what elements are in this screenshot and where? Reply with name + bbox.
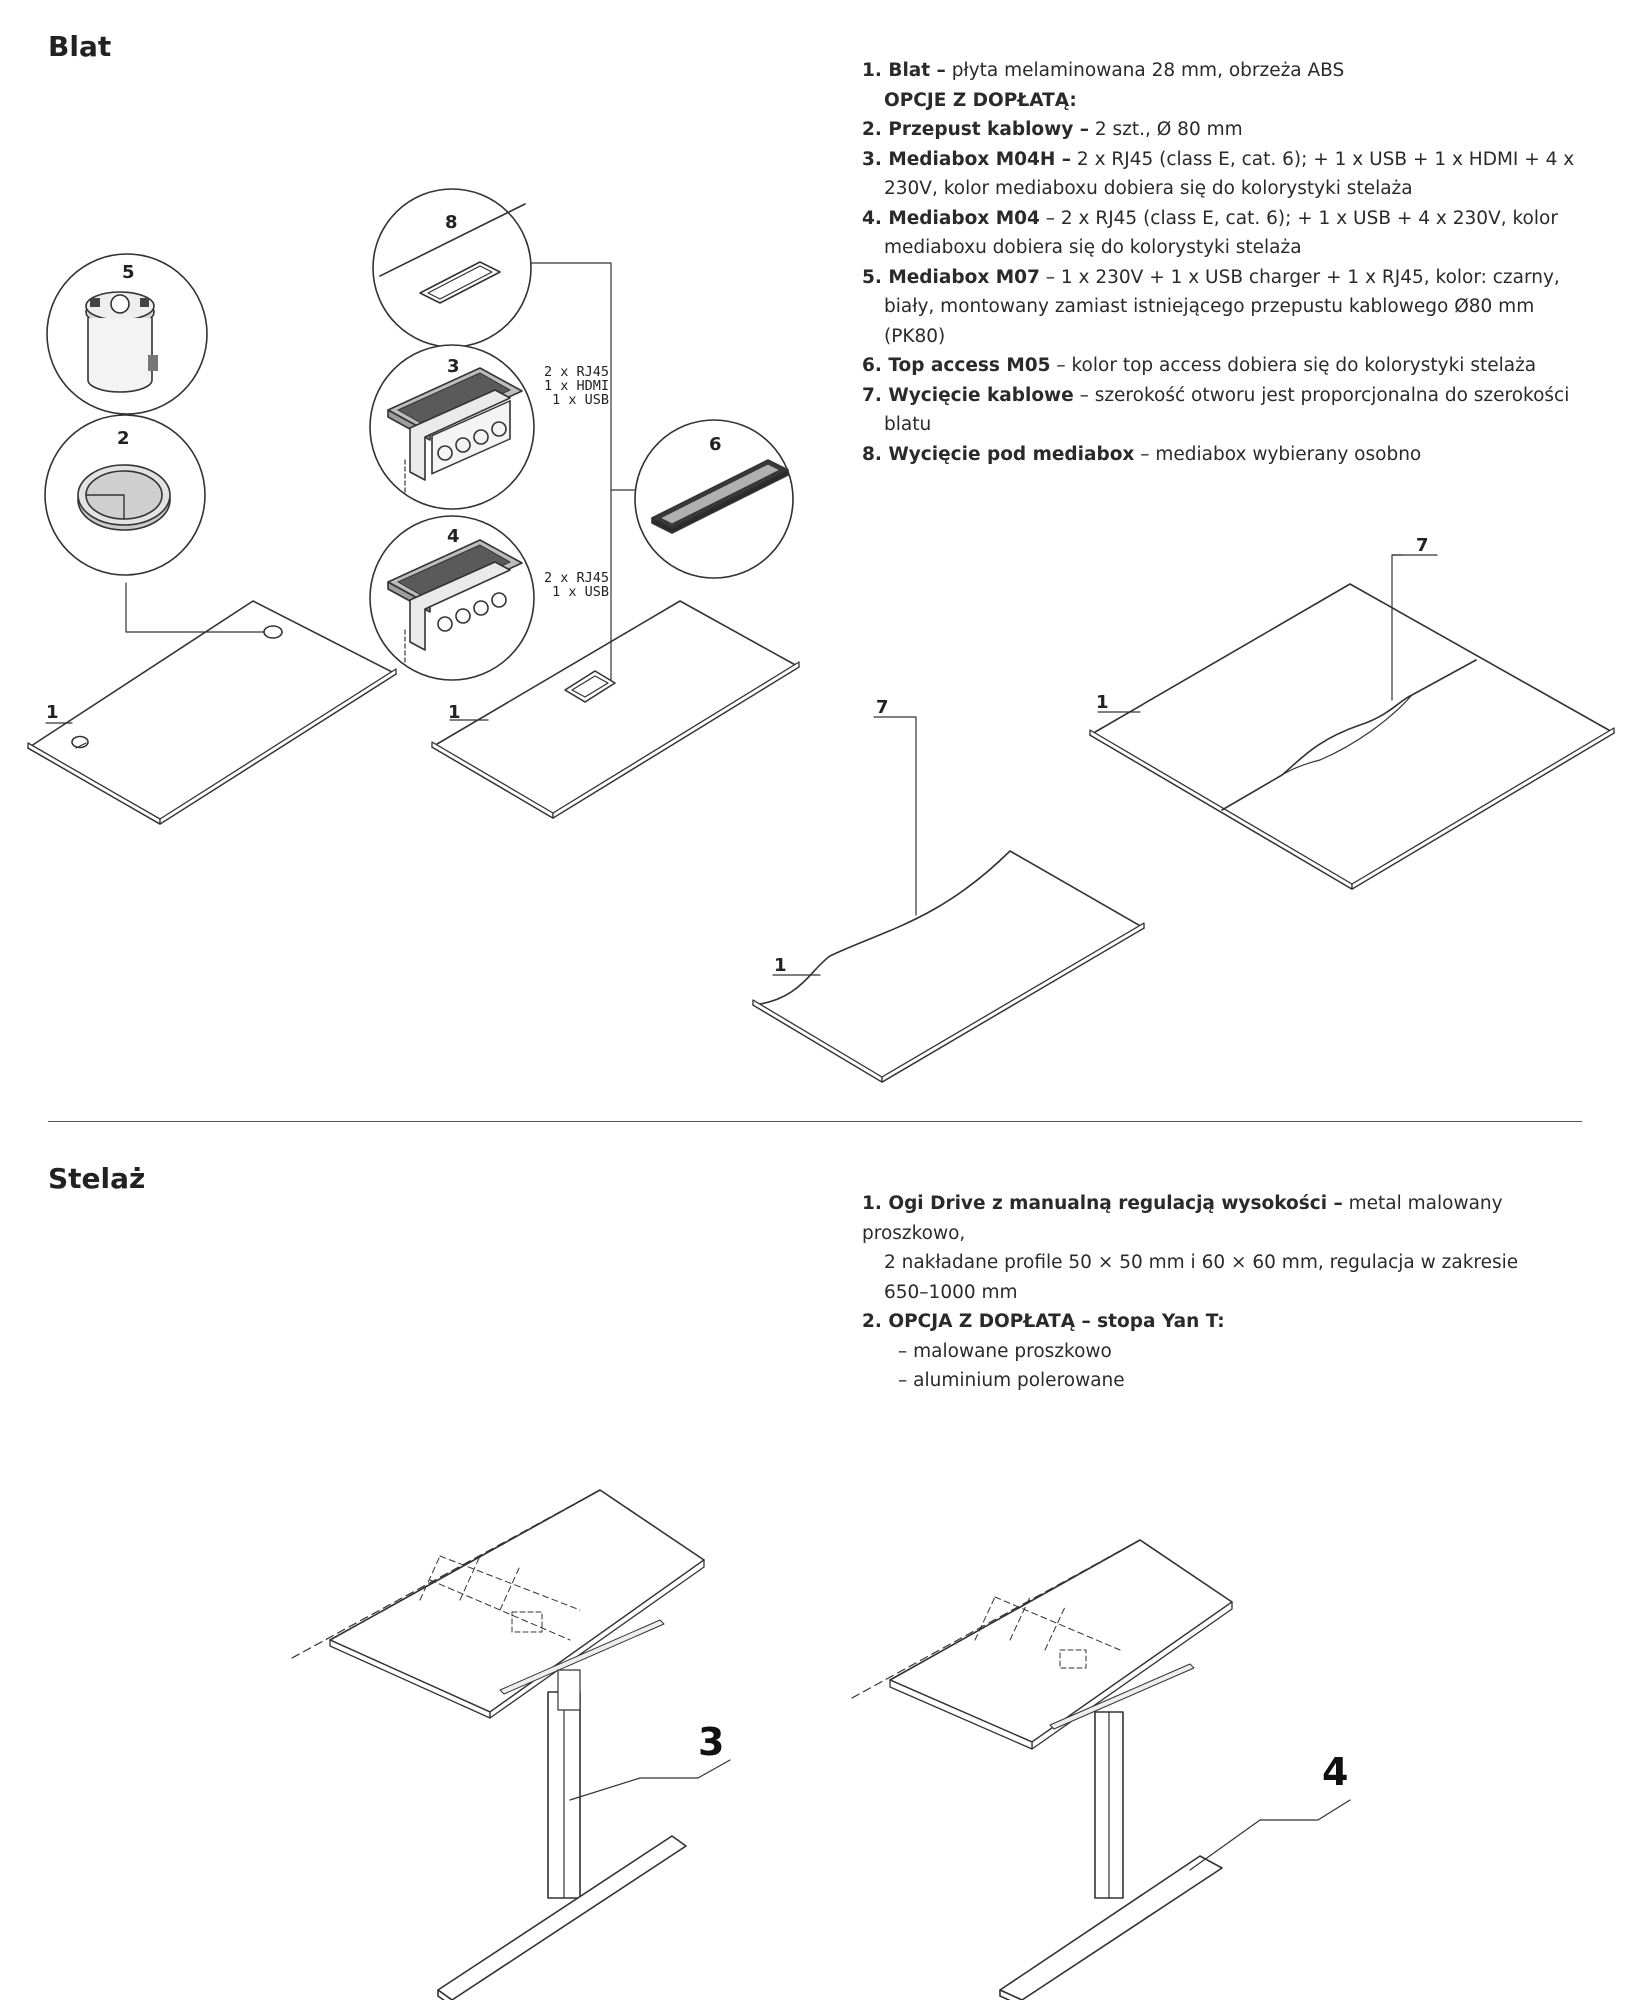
detail-circle-top-access (634, 419, 794, 579)
callout-6: 6 (709, 434, 722, 455)
callout-leg-3: 3 (698, 1720, 724, 1764)
port-label: 1 x USB (552, 584, 609, 600)
port-label: 2 x RJ45 (544, 364, 609, 380)
port-label: 2 x RJ45 (544, 570, 609, 586)
spec-item-7-cont: blatu (884, 414, 932, 435)
spec-item-1: 1. Blat – płyta melaminowana 28 mm, obrz… (862, 60, 1345, 81)
callout-3: 3 (447, 356, 460, 377)
callout-1: 1 (774, 955, 787, 976)
callout-1: 1 (46, 702, 59, 723)
detail-circle-mediabox-m07 (46, 253, 208, 415)
frame-spec-item-1: 1. Ogi Drive z manualną regulacją wysoko… (862, 1193, 1503, 1244)
spec-item-5-cont: biały, montowany zamiast istniejącego pr… (884, 296, 1535, 317)
frame-ogi-drive (291, 1489, 705, 2000)
frame-spec-item-1-cont: 2 nakładane profile 50 × 50 mm i 60 × 60… (884, 1252, 1519, 1273)
detail-circle-mediabox-m04 (369, 515, 535, 681)
callout-5: 5 (122, 262, 135, 283)
callout-7: 7 (1416, 535, 1429, 556)
spec-item-6: 6. Top access M05 – kolor top access dob… (862, 355, 1537, 376)
desktop-with-grommets (27, 582, 397, 825)
stelaz-spec-list: 1. Ogi Drive z manualną regulacją wysoko… (862, 1189, 1602, 1396)
callout-7: 7 (876, 697, 889, 718)
spec-item-8: 8. Wycięcie pod mediabox – mediabox wybi… (862, 443, 1422, 465)
desktop-with-mediabox-cutout (431, 600, 800, 819)
frame-yan-t-foot (851, 1539, 1233, 2000)
spec-item-7: 7. Wycięcie kablowe – szerokość otworu j… (862, 384, 1570, 406)
detail-circle-mediabox-cutout (372, 188, 532, 348)
spec-item-5: 5. Mediabox M07 – 1 x 230V + 1 x USB cha… (862, 266, 1560, 288)
grommet-hole-front (71, 735, 89, 749)
spec-options-heading: OPCJE Z DOPŁATĄ: (884, 89, 1077, 111)
port-label: 1 x HDMI (544, 378, 609, 394)
detail-circle-cable-grommet (44, 414, 206, 576)
spec-item-3-cont: 230V, kolor mediaboxu dobiera się do kol… (884, 178, 1413, 199)
frame-spec-item-2: 2. OPCJA Z DOPŁATĄ – stopa Yan T: (862, 1311, 1225, 1332)
frame-spec-option-2: – aluminium polerowane (898, 1370, 1125, 1391)
callout-1: 1 (448, 702, 461, 723)
detail-circle-mediabox-m04h (369, 344, 535, 510)
blat-spec-list: 1. Blat – płyta melaminowana 28 mm, obrz… (862, 56, 1602, 469)
spec-item-3: 3. Mediabox M04H – 2 x RJ45 (class E, ca… (862, 148, 1575, 170)
port-label: 1 x USB (552, 392, 609, 408)
desktop-double-with-cable-cutout (1089, 554, 1615, 890)
spec-item-4-cont: mediaboxu dobiera się do kolorystyki ste… (884, 237, 1302, 258)
callout-leg-4: 4 (1322, 1750, 1348, 1794)
callout-2: 2 (117, 428, 130, 449)
spec-item-5-cont2: (PK80) (884, 325, 946, 347)
frame-spec-option-1: – malowane proszkowo (898, 1340, 1112, 1362)
spec-item-2: 2. Przepust kablowy – 2 szt., Ø 80 mm (862, 119, 1243, 140)
callout-4: 4 (447, 526, 460, 547)
section-divider (48, 1121, 1582, 1122)
desktop-with-cable-cutout (752, 716, 1145, 1083)
frame-spec-item-1-cont2: 650–1000 mm (884, 1281, 1018, 1303)
section-title-blat: Blat (48, 30, 112, 63)
callout-8: 8 (445, 212, 458, 233)
callout-1: 1 (1096, 692, 1109, 713)
spec-item-4: 4. Mediabox M04 – 2 x RJ45 (class E, cat… (862, 207, 1558, 229)
section-title-stelaz: Stelaż (48, 1162, 146, 1195)
